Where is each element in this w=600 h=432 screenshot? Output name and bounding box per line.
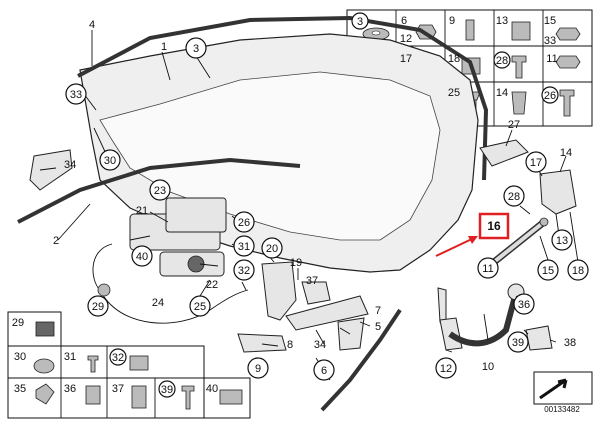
grid-label-15: 15 (544, 15, 556, 27)
label-24: 24 (152, 297, 164, 309)
label-34-bottom: 34 (314, 339, 326, 351)
hex-nut-icon (555, 27, 581, 41)
highlight-box (478, 212, 510, 240)
grid-label-36: 36 (64, 383, 76, 395)
grid-label-6: 6 (401, 15, 407, 27)
grid-label-17: 17 (400, 53, 412, 65)
grid-label-40: 40 (206, 383, 218, 395)
spreading-nut-icon (511, 91, 527, 115)
callout-6: 6 (321, 365, 327, 377)
hardware-grid-bottom (7, 311, 251, 419)
grid-label-18: 18 (448, 53, 460, 65)
catalog-badge: 00133482 (533, 371, 593, 414)
label-22: 22 (206, 279, 218, 291)
small-screw-icon (87, 355, 99, 373)
grid-label-13: 13 (496, 15, 508, 27)
label-8: 8 (287, 339, 293, 351)
flange-nut-icon (555, 55, 581, 69)
callout-18: 18 (572, 265, 584, 277)
grid-callout-39: 39 (161, 384, 173, 396)
grid-label-30: 30 (14, 351, 26, 363)
cable-tie-icon (35, 383, 55, 405)
label-2: 2 (53, 235, 59, 247)
grid-label-25: 25 (448, 87, 460, 99)
label-27: 27 (508, 119, 520, 131)
grid-label-31: 31 (64, 351, 76, 363)
grid-label-9: 9 (449, 15, 455, 27)
callout-3: 3 (193, 43, 199, 55)
callout-30: 30 (104, 155, 116, 167)
highlight-group: 16 (435, 212, 510, 257)
grid-callout-32: 32 (112, 352, 124, 364)
bracket-clip-icon (35, 321, 55, 337)
label-1: 1 (161, 41, 167, 53)
retainer-icon (219, 389, 243, 405)
grid-label-29: 29 (12, 317, 24, 329)
bracket-34 (29, 149, 73, 191)
callout-23: 23 (154, 185, 166, 197)
grid-label-37: 37 (112, 383, 124, 395)
callout-25: 25 (194, 301, 206, 313)
label-7: 7 (375, 305, 381, 317)
speed-nut-icon (511, 21, 531, 41)
grid-label-11: 11 (546, 53, 557, 65)
label-16: 16 (487, 219, 501, 233)
torx-bolt-icon (181, 385, 195, 410)
label-19: 19 (290, 257, 302, 269)
callout-29: 29 (92, 301, 104, 313)
seal-strip-4 (77, 15, 489, 181)
bracket-cluster (237, 261, 369, 353)
motor-assembly (129, 197, 227, 277)
label-34-top: 34 (64, 159, 76, 171)
pivot-bracket (479, 139, 577, 215)
grid-label-33: 33 (544, 35, 556, 47)
callout-15: 15 (542, 265, 554, 277)
callout-32: 32 (238, 265, 250, 277)
grid-label-14: 14 (496, 87, 508, 99)
sleeve-icon (85, 385, 101, 405)
callout-12: 12 (440, 363, 452, 375)
callout-9: 9 (255, 363, 261, 375)
label-21: 21 (136, 205, 148, 217)
label-37: 37 (306, 275, 318, 287)
catalog-number: 00133482 (544, 405, 580, 414)
clip-nut-icon (465, 19, 475, 41)
callout-36: 36 (518, 299, 530, 311)
label-4: 4 (89, 19, 95, 31)
rear-mechanism (437, 283, 553, 351)
cable-24 (92, 243, 249, 324)
callout-33: 33 (70, 89, 82, 101)
callout-31: 31 (238, 241, 250, 253)
callout-17: 17 (530, 157, 542, 169)
label-38: 38 (564, 337, 576, 349)
grid-label-12: 12 (400, 33, 412, 45)
holder-icon (131, 385, 147, 409)
callout-11: 11 (482, 263, 493, 275)
callout-40: 40 (136, 251, 148, 263)
grid-label-35: 35 (14, 383, 26, 395)
label-5: 5 (375, 321, 381, 333)
hex-bolt-icon (559, 89, 575, 117)
label-10: 10 (482, 361, 494, 373)
grommet-icon (33, 358, 55, 374)
callout-28: 28 (508, 191, 520, 203)
cap-nut-icon (129, 355, 149, 371)
grid-callout-3: 3 (357, 16, 363, 28)
label-14: 14 (560, 147, 572, 159)
seal-strip-6 (320, 308, 402, 412)
callout-26: 26 (238, 217, 250, 229)
callout-20: 20 (266, 243, 278, 255)
bolt-icon (511, 55, 527, 79)
callout-39: 39 (512, 337, 524, 349)
grid-callout-26: 26 (544, 90, 556, 102)
seal-strip-2 (17, 157, 301, 224)
grid-callout-28: 28 (496, 55, 508, 67)
callout-13: 13 (556, 235, 568, 247)
callouts: 3 33 30 23 40 26 31 32 25 29 20 6 9 12 3… (12, 12, 589, 398)
